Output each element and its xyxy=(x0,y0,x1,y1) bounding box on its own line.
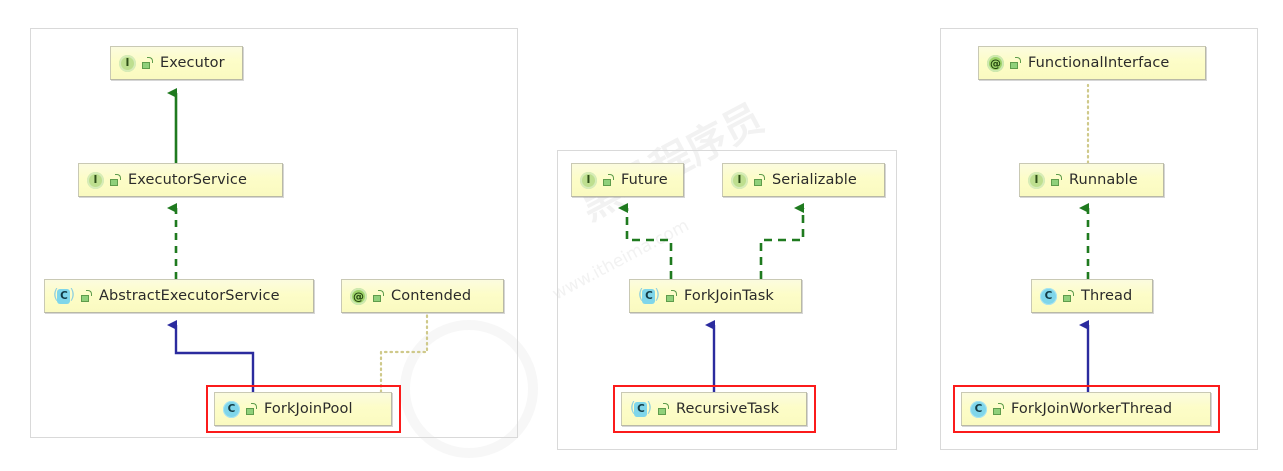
panel-forkjoinworkerthread xyxy=(940,28,1258,450)
node-forkjoinworkerthread[interactable]: C ForkJoinWorkerThread xyxy=(961,392,1211,426)
node-recursivetask[interactable]: C RecursiveTask xyxy=(621,392,807,426)
node-serializable[interactable]: I Serializable xyxy=(722,163,885,197)
public-lock-icon xyxy=(665,290,677,302)
node-runnable[interactable]: I Runnable xyxy=(1019,163,1164,197)
interface-icon: I xyxy=(580,171,597,189)
public-lock-icon xyxy=(1063,290,1074,302)
node-forkjoinpool[interactable]: C ForkJoinPool xyxy=(214,392,392,426)
annotation-icon: @ xyxy=(350,287,367,305)
node-label: ExecutorService xyxy=(128,172,247,188)
node-label: RecursiveTask xyxy=(675,401,780,417)
interface-icon: I xyxy=(87,171,104,189)
node-future[interactable]: I Future xyxy=(571,163,684,197)
public-lock-icon xyxy=(754,174,765,186)
interface-icon: I xyxy=(1028,171,1045,189)
public-lock-icon xyxy=(1051,174,1062,186)
public-lock-icon xyxy=(993,403,1004,415)
node-label: Executor xyxy=(160,55,225,71)
public-lock-icon xyxy=(110,174,121,186)
public-lock-icon xyxy=(603,174,614,186)
node-functionalinterface[interactable]: @ FunctionalInterface xyxy=(978,46,1206,80)
public-lock-icon xyxy=(657,403,669,415)
panel-forkjoinpool xyxy=(30,28,518,438)
node-label: ForkJoinWorkerThread xyxy=(1011,401,1173,417)
annotation-icon: @ xyxy=(987,54,1004,72)
abstract-class-icon: C xyxy=(638,288,660,304)
node-contended[interactable]: @ Contended xyxy=(341,279,504,313)
class-badge: C xyxy=(634,401,648,417)
abstract-class-icon: C xyxy=(53,288,75,304)
interface-icon: I xyxy=(119,54,136,72)
node-executorservice[interactable]: I ExecutorService xyxy=(78,163,283,197)
node-label: AbstractExecutorService xyxy=(98,288,280,304)
node-label: Thread xyxy=(1081,288,1133,304)
class-badge: C xyxy=(57,288,71,304)
class-icon: C xyxy=(223,400,240,418)
public-lock-icon xyxy=(1010,57,1021,69)
panel-recursivetask xyxy=(557,150,897,450)
interface-icon: I xyxy=(731,171,748,189)
public-lock-icon xyxy=(373,290,384,302)
node-label: ForkJoinPool xyxy=(264,401,353,417)
node-executor[interactable]: I Executor xyxy=(110,46,243,80)
node-label: ForkJoinTask xyxy=(683,288,774,304)
class-badge: C xyxy=(642,288,656,304)
node-label: Future xyxy=(621,172,668,188)
node-abstractexecutorservice[interactable]: C AbstractExecutorService xyxy=(44,279,314,313)
class-icon: C xyxy=(1040,287,1057,305)
class-icon: C xyxy=(970,400,987,418)
node-thread[interactable]: C Thread xyxy=(1031,279,1153,313)
node-forkjointask[interactable]: C ForkJoinTask xyxy=(629,279,802,313)
node-label: Contended xyxy=(391,288,472,304)
node-label: FunctionalInterface xyxy=(1028,55,1170,71)
public-lock-icon xyxy=(142,57,153,69)
public-lock-icon xyxy=(246,403,257,415)
abstract-class-icon: C xyxy=(630,401,652,417)
public-lock-icon xyxy=(80,290,92,302)
node-label: Runnable xyxy=(1069,172,1138,188)
node-label: Serializable xyxy=(772,172,857,188)
highlight-forkjoinworkerthread xyxy=(953,385,1220,433)
